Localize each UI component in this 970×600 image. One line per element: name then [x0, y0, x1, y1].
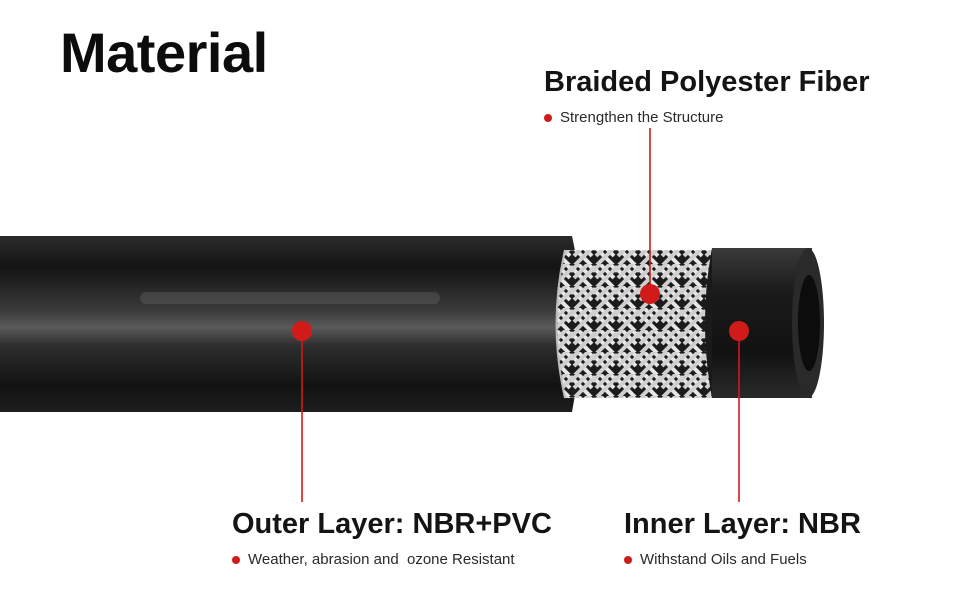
- braided-note: Strengthen the Structure: [560, 109, 724, 126]
- inner-note: Withstand Oils and Fuels: [640, 551, 807, 568]
- outer-note: Weather, abrasion and ozone Resistant: [248, 551, 515, 568]
- outer-heading: Outer Layer: NBR+PVC: [232, 508, 552, 540]
- braided-label: Braided Polyester Fiber Strengthen the S…: [544, 66, 870, 126]
- braided-heading: Braided Polyester Fiber: [544, 66, 870, 98]
- inner-label: Inner Layer: NBR Withstand Oils and Fuel…: [624, 508, 861, 568]
- bullet-icon: [624, 555, 632, 564]
- bullet-icon: [544, 113, 552, 122]
- bullet-icon: [232, 555, 240, 564]
- outer-marker: [292, 321, 312, 341]
- outer-layer-shape: [0, 236, 581, 412]
- inner-heading: Inner Layer: NBR: [624, 508, 861, 540]
- outer-label: Outer Layer: NBR+PVC Weather, abrasion a…: [232, 508, 552, 568]
- inner-marker: [729, 321, 749, 341]
- braided-layer-shape: [556, 250, 720, 398]
- braided-marker: [640, 284, 660, 304]
- page-title: Material: [60, 21, 268, 84]
